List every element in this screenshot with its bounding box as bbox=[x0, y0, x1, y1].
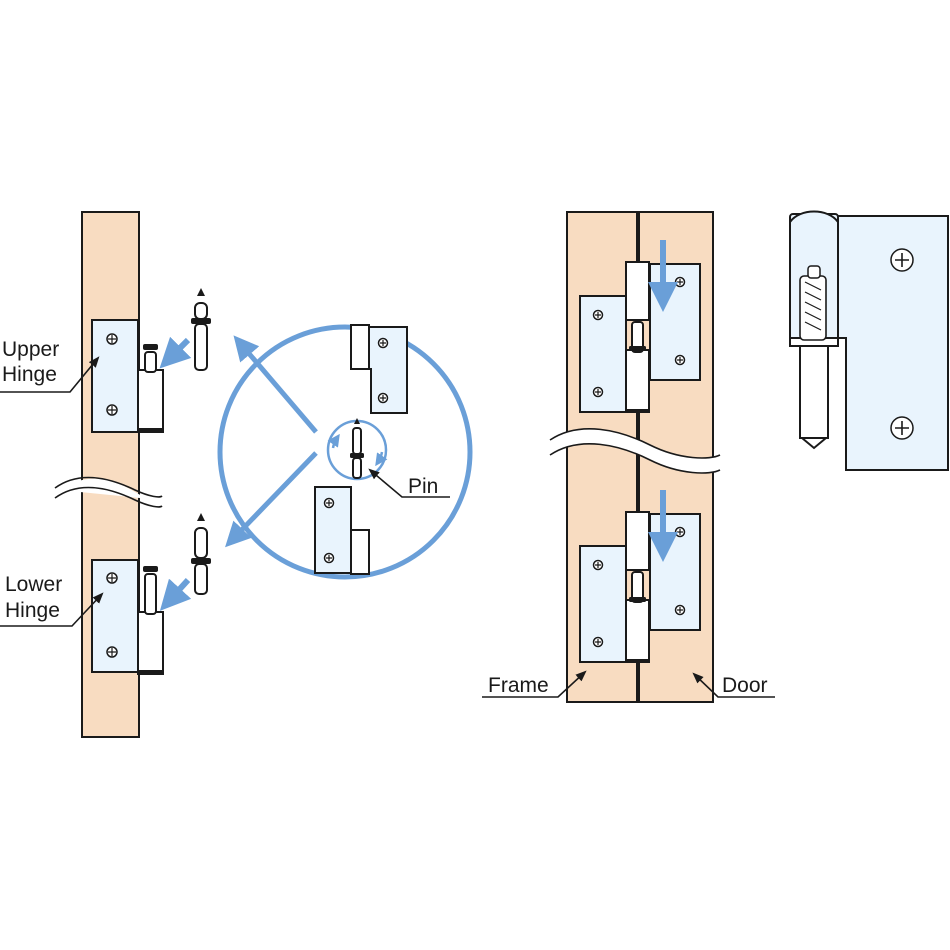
leader-pin bbox=[368, 468, 450, 498]
leader-lower-hinge bbox=[0, 592, 104, 627]
insert-arrow-lower bbox=[159, 577, 192, 611]
upper-hinge-label-2: Hinge bbox=[2, 363, 57, 386]
detail-pin bbox=[350, 418, 364, 479]
upper-hinge bbox=[91, 319, 164, 433]
pointer-arrow-upper bbox=[233, 335, 318, 434]
loose-pin-lower bbox=[191, 513, 211, 595]
leader-door bbox=[692, 672, 775, 698]
detail-lower-leaf bbox=[314, 486, 370, 575]
detail-upper-leaf bbox=[350, 324, 408, 414]
pin-label: Pin bbox=[408, 475, 438, 498]
insert-arrow-upper bbox=[159, 336, 192, 369]
lower-hinge-label-1: Lower bbox=[5, 573, 62, 596]
door-label: Door bbox=[722, 674, 768, 697]
lower-hinge-label-2: Hinge bbox=[5, 599, 60, 622]
assembled-lower-hinge bbox=[579, 490, 701, 663]
upper-knuckle-bottom bbox=[625, 349, 650, 413]
lower-hinge-knuckle bbox=[137, 611, 164, 675]
lower-hinge-pin-stub bbox=[144, 573, 157, 615]
break-line-2 bbox=[54, 486, 163, 508]
lower-hinge bbox=[91, 559, 164, 675]
lower-knuckle-top bbox=[625, 511, 650, 571]
assembled-upper-hinge bbox=[579, 240, 701, 413]
break-line bbox=[54, 476, 163, 498]
upper-hinge-knuckle-base bbox=[138, 428, 163, 433]
leader-frame bbox=[482, 670, 587, 698]
frame-label: Frame bbox=[488, 674, 549, 697]
loose-pin-upper bbox=[191, 288, 211, 371]
cutaway-knuckle-lower bbox=[799, 345, 829, 439]
detail-circle bbox=[217, 324, 473, 580]
leader-upper-hinge bbox=[0, 356, 100, 393]
pointer-arrow-lower bbox=[225, 451, 318, 548]
upper-hinge-label-1: Upper bbox=[2, 338, 59, 361]
lower-knuckle-bottom bbox=[625, 599, 650, 663]
cutaway-hinge bbox=[789, 210, 949, 471]
upper-hinge-pin-stub bbox=[144, 351, 157, 373]
upper-knuckle-top bbox=[625, 261, 650, 321]
upper-hinge-knuckle bbox=[137, 369, 164, 433]
